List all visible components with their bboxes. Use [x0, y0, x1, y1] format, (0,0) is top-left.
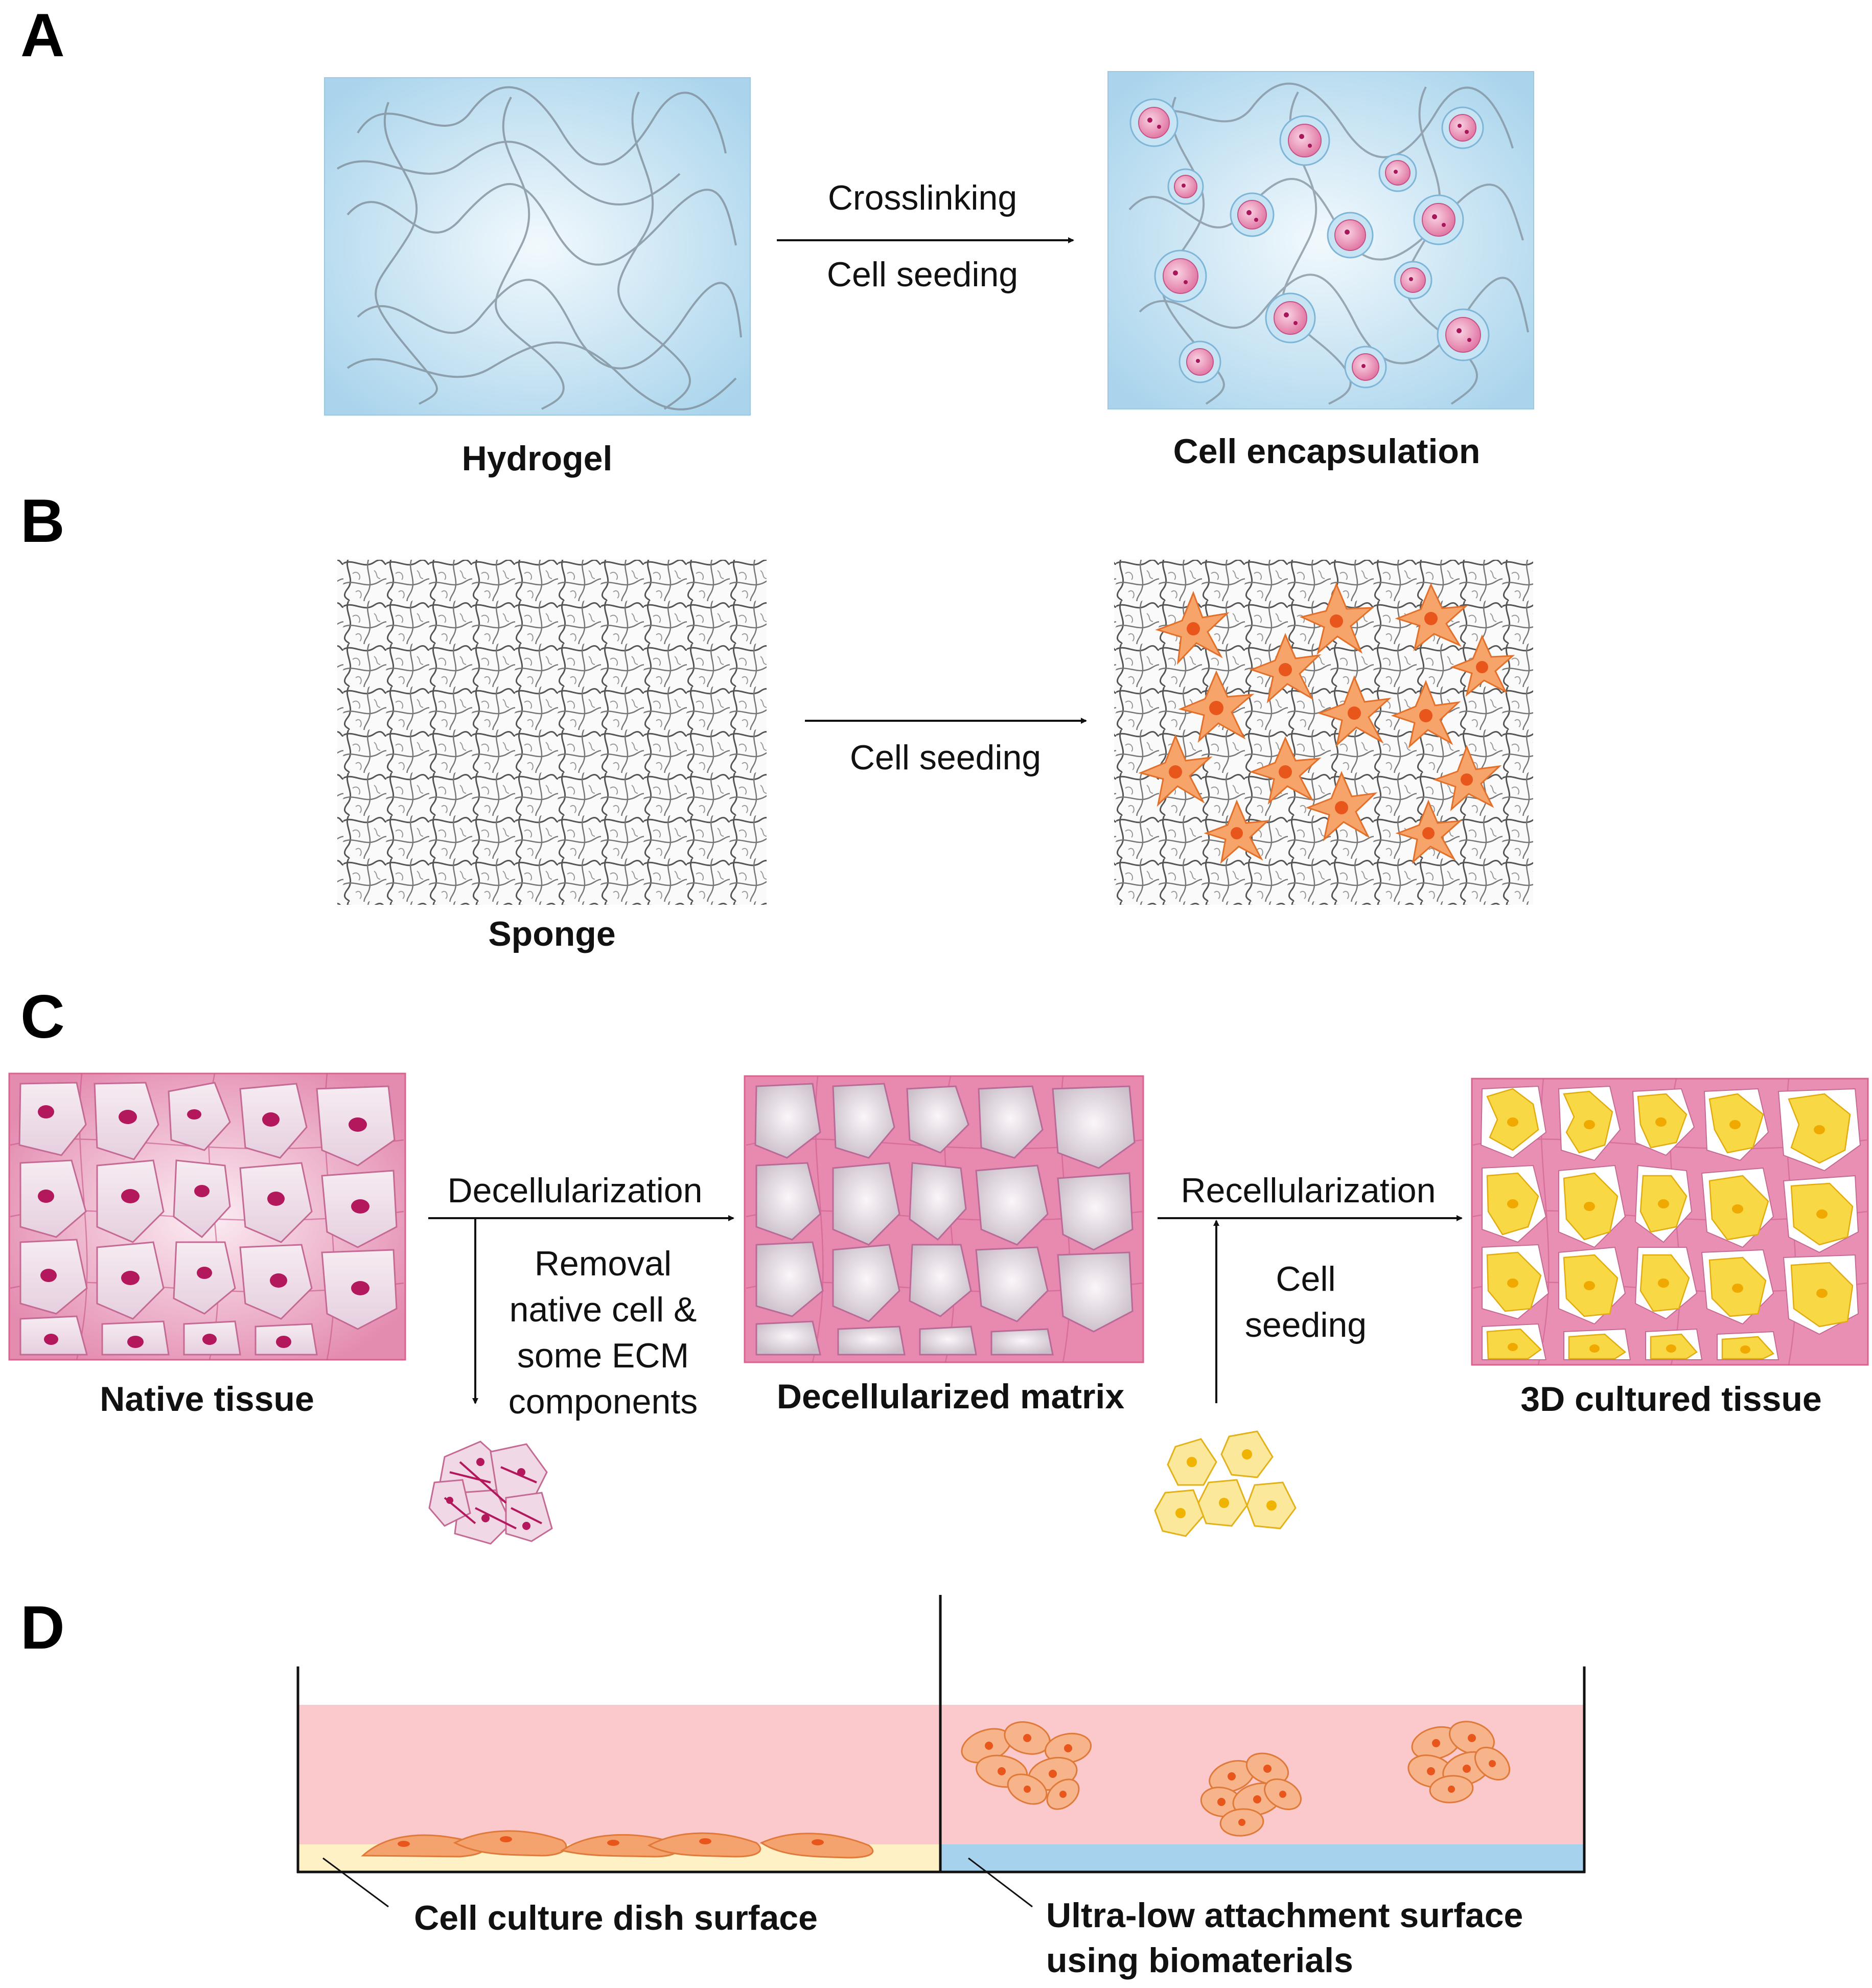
cell-seeding-label-b: Cell seeding: [850, 738, 1041, 777]
culture-dish-diagram: [296, 1595, 1586, 1908]
decellularization-label: Decellularization: [448, 1171, 703, 1210]
spheroid-cluster-2: [1200, 1752, 1302, 1837]
cell-encapsulation-image: [1107, 71, 1534, 409]
panel-letter-b: B: [20, 487, 65, 555]
hydrogel-label: Hydrogel: [462, 439, 613, 478]
panel-letter-d: D: [20, 1593, 65, 1662]
seeded-sponge-image: [1114, 560, 1533, 905]
encapsulated-cells: [1129, 98, 1490, 389]
cell-seeding-line-2: seeding: [1245, 1306, 1367, 1344]
cell-seeding-label-a: Cell seeding: [827, 255, 1018, 294]
panel-letter-a: A: [20, 1, 65, 70]
sponge-label: Sponge: [488, 915, 615, 953]
decellularized-matrix-image: [744, 1075, 1144, 1363]
hydrogel-image: [324, 77, 751, 416]
removed-cells-icon: [428, 1441, 553, 1545]
removal-line-4: components: [509, 1382, 698, 1421]
dish-surface-label: Cell culture dish surface: [414, 1899, 818, 1937]
native-tissue-label: Native tissue: [100, 1380, 314, 1419]
spread-cells: [361, 1830, 874, 1859]
cell-seeding-line-1: Cell: [1276, 1260, 1335, 1298]
cell-encapsulation-label: Cell encapsulation: [1173, 432, 1481, 471]
ula-surface-callout: [968, 1857, 1033, 1908]
native-tissue-image: [8, 1072, 406, 1361]
recellularization-label: Recellularization: [1181, 1171, 1436, 1210]
ula-surface-label-line-1: Ultra-low attachment surface: [1046, 1896, 1523, 1935]
seed-cells-icon: [1154, 1430, 1297, 1537]
cultured-tissue-label: 3D cultured tissue: [1520, 1380, 1822, 1419]
decellularized-matrix-label: Decellularized matrix: [777, 1377, 1124, 1416]
removal-line-2: native cell &: [510, 1290, 697, 1329]
crosslinking-label: Crosslinking: [828, 178, 1017, 217]
removal-line-1: Removal: [535, 1244, 672, 1283]
removal-line-3: some ECM: [517, 1336, 689, 1375]
spheroid-cluster-3: [1407, 1721, 1511, 1803]
dish-surface-callout: [322, 1857, 389, 1908]
removal-text: Removal native cell & some ECM component…: [509, 1244, 698, 1421]
sponge-image: [337, 560, 767, 905]
cultured-tissue-image: [1471, 1078, 1869, 1366]
stellate-cells: [1138, 582, 1515, 864]
panel-letter-c: C: [20, 982, 65, 1051]
spheroid-cluster-1: [961, 1721, 1092, 1810]
ula-surface-layer: [940, 1844, 1583, 1871]
ula-surface-label-line-2: using biomaterials: [1046, 1941, 1353, 1980]
